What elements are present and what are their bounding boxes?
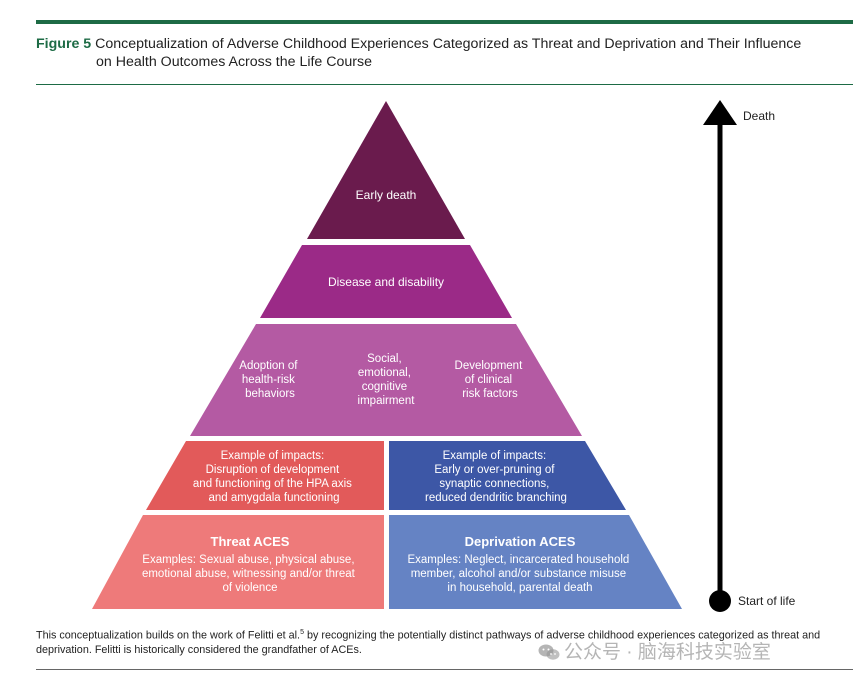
- pyramid-diagram: Early death Disease and disability Adopt…: [92, 100, 796, 612]
- threat-examples-line: of violence: [223, 582, 278, 594]
- figure-caption: This conceptualization builds on the wor…: [36, 626, 856, 657]
- caption-text-before-ref: This conceptualization builds on the wor…: [36, 629, 301, 642]
- figure-title-line1: Conceptualization of Adverse Childhood E…: [95, 36, 802, 52]
- top-rule: [36, 20, 853, 24]
- figure-label: Figure 5: [36, 36, 92, 52]
- clinical-risk-text: Development of clinical risk factors: [455, 360, 526, 400]
- impairment-line: cognitive: [362, 381, 407, 393]
- deprivation-impacts-line: Early or over-pruning of: [434, 464, 555, 476]
- impairment-line: Social,: [367, 353, 402, 365]
- pyramid-threat-aces: [92, 515, 384, 609]
- figure-title-line2: on Health Outcomes Across the Life Cours…: [96, 54, 373, 70]
- pyramid-level-impairment: [190, 324, 582, 436]
- risk-behaviors-line: health-risk: [242, 374, 295, 386]
- title-rule: [36, 84, 853, 85]
- watermark: 公众号 · 脑海科技实验室: [538, 637, 771, 664]
- deprivation-impacts-text: Example of impacts: Early or over-prunin…: [425, 450, 567, 504]
- figure-title: Figure 5 Conceptualization of Adverse Ch…: [36, 35, 856, 71]
- pyramid-impacts-deprivation: [389, 441, 626, 510]
- arrow-up-icon: [703, 100, 737, 125]
- threat-impacts-line: Disruption of development: [206, 464, 340, 476]
- watermark-text: 公众号 · 脑海科技实验室: [564, 642, 771, 663]
- pyramid-level-disease: [260, 245, 512, 318]
- deprivation-impacts-line: synaptic connections,: [439, 478, 549, 490]
- caption-reference: 5: [300, 629, 304, 636]
- risk-behaviors-text: Adoption of health-risk behaviors: [239, 360, 300, 400]
- threat-impacts-line: Example of impacts:: [221, 450, 325, 462]
- wechat-icon: [538, 644, 560, 660]
- deprivation-examples-line: Examples: Neglect, incarcerated househol…: [407, 554, 629, 566]
- pyramid-impacts-threat: [146, 441, 384, 510]
- deprivation-impacts-line: Example of impacts:: [443, 450, 547, 462]
- deprivation-aces-heading: Deprivation ACES: [465, 534, 576, 549]
- disease-label: Disease and disability: [328, 275, 444, 289]
- pyramid-deprivation-aces: [389, 515, 682, 609]
- caption-text-after-ref: by recognizing the potentially distinct …: [36, 629, 821, 656]
- deprivation-examples-line: member, alcohol and/or substance misuse: [411, 568, 626, 580]
- clinical-risk-line: risk factors: [462, 388, 518, 400]
- threat-impacts-line: and functioning of the HPA axis: [193, 478, 352, 490]
- threat-aces-examples: Examples: Sexual abuse, physical abuse, …: [142, 554, 358, 594]
- threat-examples-line: Examples: Sexual abuse, physical abuse,: [142, 554, 354, 566]
- bottom-rule: [36, 669, 853, 670]
- start-dot-icon: [709, 590, 731, 612]
- impairment-line: impairment: [358, 395, 416, 407]
- pyramid-top-early-death: [307, 101, 465, 239]
- clinical-risk-line: of clinical: [465, 374, 512, 386]
- impairment-line: emotional,: [358, 367, 411, 379]
- clinical-risk-line: Development: [455, 360, 524, 372]
- threat-aces-heading: Threat ACES: [211, 534, 290, 549]
- deprivation-aces-examples: Examples: Neglect, incarcerated househol…: [407, 554, 632, 594]
- threat-impacts-line: and amygdala functioning: [208, 492, 339, 504]
- deprivation-examples-line: in household, parental death: [447, 582, 592, 594]
- death-label: Death: [743, 109, 775, 123]
- risk-behaviors-line: behaviors: [245, 388, 295, 400]
- threat-examples-line: emotional abuse, witnessing and/or threa…: [142, 568, 356, 580]
- risk-behaviors-line: Adoption of: [239, 360, 298, 372]
- deprivation-impacts-line: reduced dendritic branching: [425, 492, 567, 504]
- early-death-label: Early death: [356, 188, 417, 202]
- threat-impacts-text: Example of impacts: Disruption of develo…: [193, 450, 355, 504]
- start-of-life-label: Start of life: [738, 594, 796, 608]
- impairment-text: Social, emotional, cognitive impairment: [358, 353, 416, 407]
